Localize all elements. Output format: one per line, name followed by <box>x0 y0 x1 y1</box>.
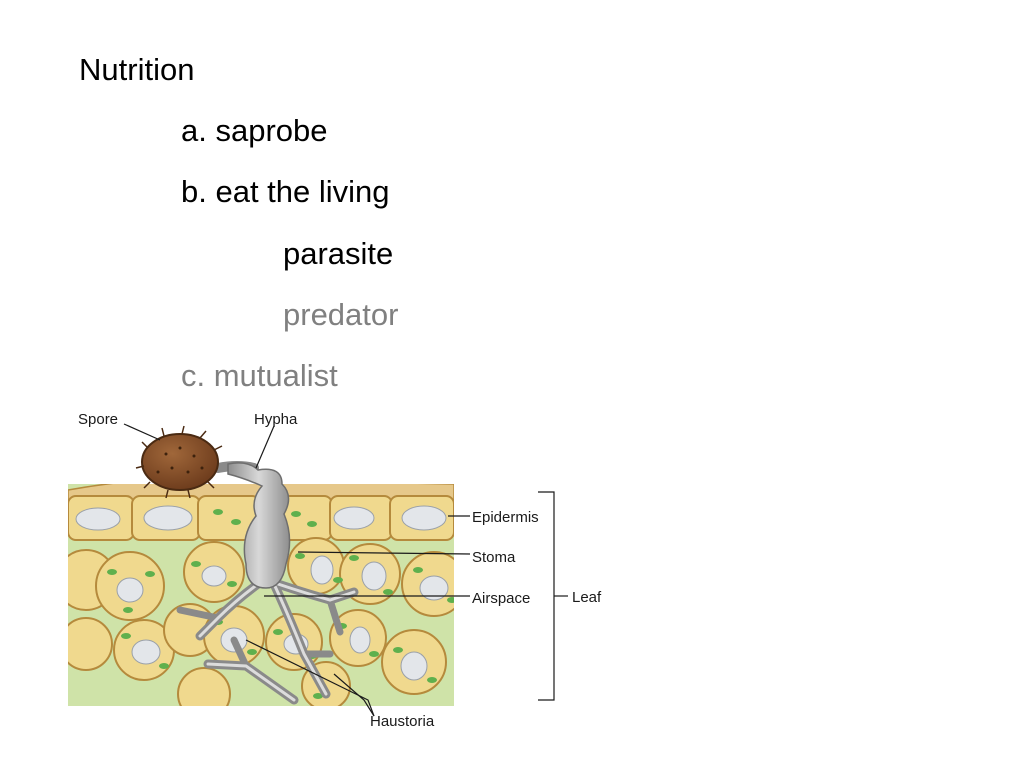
item-predator: predator <box>283 297 399 332</box>
label-spore: Spore <box>78 411 118 428</box>
slide-title: Nutrition <box>79 52 195 87</box>
item-saprobe: a. saprobe <box>181 113 328 148</box>
label-haustoria: Haustoria <box>370 713 435 730</box>
item-mutualist: c. mutualist <box>181 358 338 393</box>
label-hypha: Hypha <box>254 411 298 428</box>
label-epidermis: Epidermis <box>472 509 539 526</box>
label-airspace: Airspace <box>472 590 530 607</box>
spore-shape <box>135 425 223 499</box>
label-stoma: Stoma <box>472 549 516 566</box>
item-eat-the-living: b. eat the living <box>181 174 390 209</box>
item-parasite: parasite <box>283 236 394 271</box>
label-leaf: Leaf <box>572 589 602 606</box>
hypha-main <box>227 462 291 589</box>
fungus-leaf-diagram: Spore Hypha Epidermis Stoma Airspace Lea… <box>68 411 602 730</box>
